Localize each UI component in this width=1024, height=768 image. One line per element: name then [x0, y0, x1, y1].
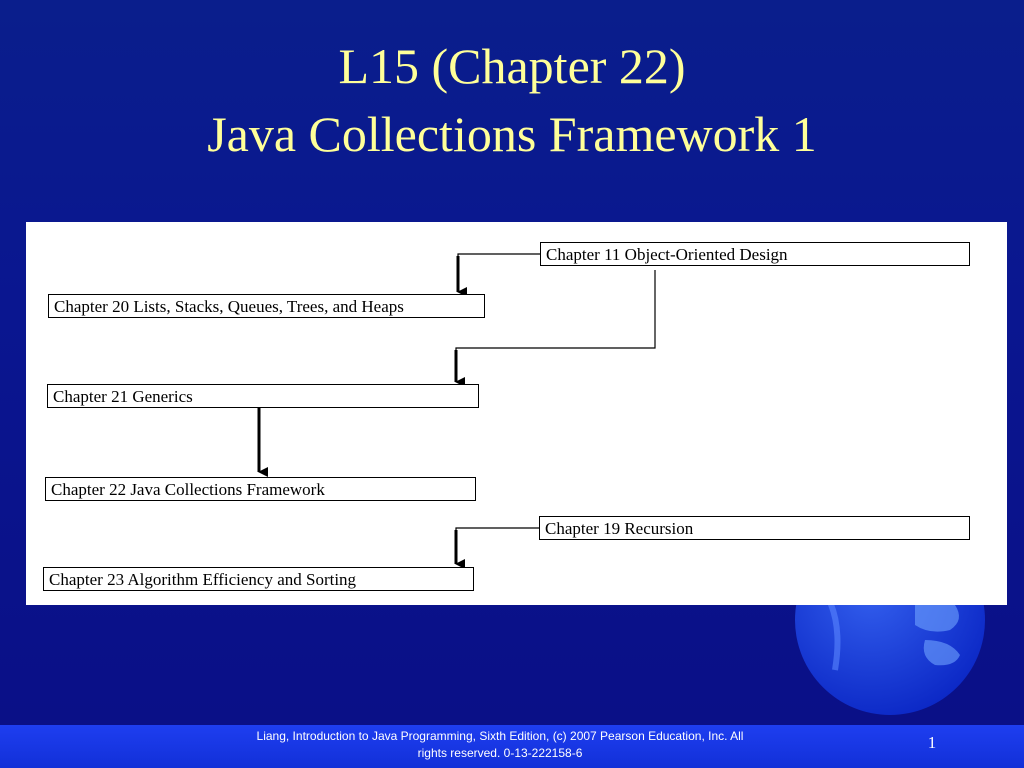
footer-bar: Liang, Introduction to Java Programming,…: [0, 725, 1024, 768]
node-ch20: Chapter 20 Lists, Stacks, Queues, Trees,…: [48, 294, 485, 318]
footer-line-1: Liang, Introduction to Java Programming,…: [256, 729, 744, 743]
node-ch11: Chapter 11 Object-Oriented Design: [540, 242, 970, 266]
edge-ch19-ch23: [454, 527, 540, 569]
node-ch23: Chapter 23 Algorithm Efficiency and Sort…: [43, 567, 474, 591]
footer-copyright: Liang, Introduction to Java Programming,…: [200, 728, 800, 762]
node-ch22: Chapter 22 Java Collections Framework: [45, 477, 476, 501]
footer-line-2: rights reserved. 0-13-222158-6: [417, 746, 583, 760]
page-number: 1: [927, 733, 937, 752]
edge-ch11-ch20: [456, 253, 540, 297]
diagram-panel: Chapter 11 Object-Oriented Design Chapte…: [26, 222, 1007, 605]
edge-ch11-ch21: [454, 270, 656, 387]
node-ch19: Chapter 19 Recursion: [539, 516, 970, 540]
node-ch21: Chapter 21 Generics: [47, 384, 479, 408]
slide-title-line-1: L15 (Chapter 22): [338, 38, 686, 94]
diagram-edges: [257, 253, 656, 569]
slide-title-line-2: Java Collections Framework 1: [207, 106, 817, 162]
